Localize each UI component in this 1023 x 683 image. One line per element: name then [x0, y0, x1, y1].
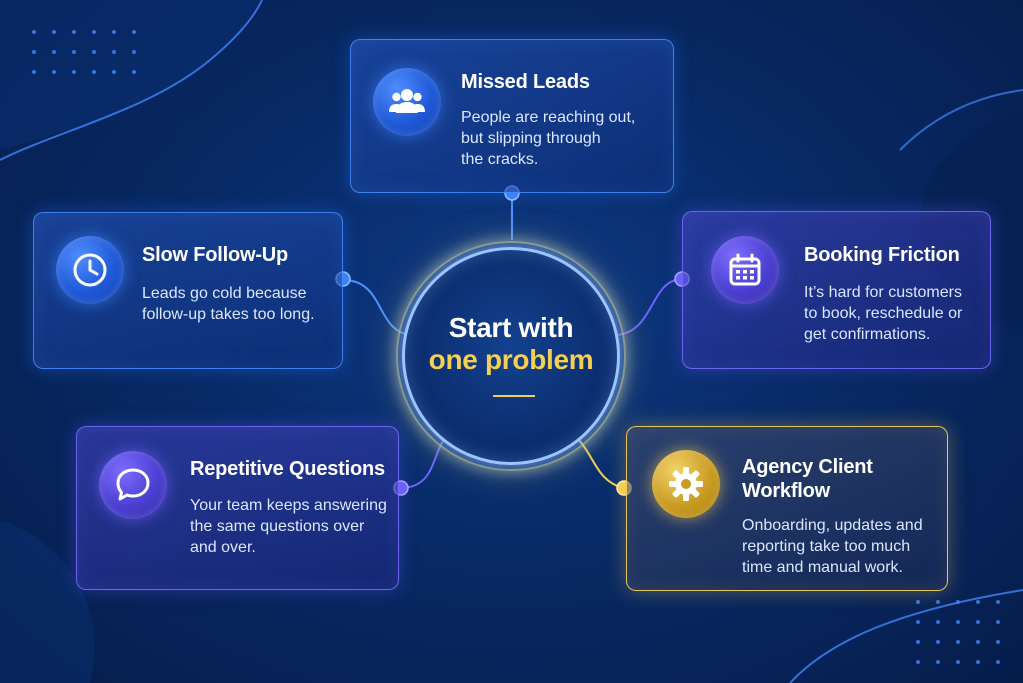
card-title: Slow Follow-Up	[142, 244, 289, 266]
calendar-icon	[729, 253, 761, 286]
decorative-dot	[956, 620, 960, 624]
decorative-dot	[32, 70, 36, 74]
decorative-dot	[32, 30, 36, 34]
card-slow-follow-up: Slow Follow-Up Leads go cold because fol…	[33, 212, 343, 369]
decorative-dot	[976, 660, 980, 664]
decorative-dot	[916, 620, 920, 624]
card-title: Agency Client Workflow	[742, 456, 873, 502]
decorative-dot	[132, 30, 136, 34]
decorative-dot	[936, 640, 940, 644]
decorative-dot	[52, 30, 56, 34]
card-description: It’s hard for customers to book, resched…	[804, 284, 963, 343]
card-description: People are reaching out, but slipping th…	[461, 109, 636, 168]
card-title: Booking Friction	[804, 244, 960, 266]
decorative-dot	[956, 660, 960, 664]
chat-bubble-icon-circle	[99, 451, 167, 519]
bg-blob-bottom-left	[0, 520, 95, 683]
decorative-dot	[112, 70, 116, 74]
decorative-dot	[996, 600, 1000, 604]
decorative-dot	[72, 70, 76, 74]
decorative-dot	[996, 620, 1000, 624]
center-hub: Start with one problem	[402, 247, 620, 465]
decorative-dot	[976, 640, 980, 644]
card-description: Your team keeps answering the same quest…	[190, 497, 387, 556]
clock-icon	[73, 253, 107, 287]
decorative-dot	[956, 640, 960, 644]
decorative-dot	[976, 600, 980, 604]
card-booking-friction: Booking Friction It’s hard for customers…	[682, 211, 991, 369]
decorative-dot	[112, 50, 116, 54]
clock-icon-circle	[56, 236, 124, 304]
decorative-dot	[32, 50, 36, 54]
decorative-dot	[936, 660, 940, 664]
card-title: Missed Leads	[461, 71, 590, 93]
dot-grid-bottom-right	[916, 600, 1000, 664]
gear-icon	[669, 467, 703, 501]
card-title: Repetitive Questions	[190, 458, 385, 480]
decorative-dot	[112, 30, 116, 34]
decorative-dot	[976, 620, 980, 624]
card-description: Onboarding, updates and reporting take t…	[742, 517, 923, 576]
decorative-dot	[72, 30, 76, 34]
decorative-dot	[936, 600, 940, 604]
center-glow-ring	[396, 241, 626, 471]
decorative-dot	[996, 640, 1000, 644]
card-description: Leads go cold because follow-up takes to…	[142, 285, 315, 323]
center-title-line1: Start with	[448, 312, 574, 343]
calendar-icon-circle	[711, 236, 779, 304]
center-title-line2: one problem	[428, 344, 594, 375]
decorative-dot	[936, 620, 940, 624]
decorative-dot	[956, 600, 960, 604]
chat-bubble-icon	[116, 468, 150, 501]
decorative-dot	[52, 70, 56, 74]
card-missed-leads: Missed Leads People are reaching out, bu…	[350, 39, 674, 193]
bg-curve-bottom-right	[789, 589, 1023, 683]
center-underline	[493, 395, 535, 397]
decorative-dot	[916, 640, 920, 644]
dot-grid-top-left	[32, 30, 136, 74]
decorative-dot	[996, 660, 1000, 664]
users-icon	[389, 89, 425, 113]
card-agency-client-workflow: Agency Client Workflow Onboarding, updat…	[626, 426, 948, 591]
decorative-dot	[92, 30, 96, 34]
decorative-dot	[132, 70, 136, 74]
decorative-dot	[92, 70, 96, 74]
bg-curve-top-left	[0, 0, 263, 161]
decorative-dot	[132, 50, 136, 54]
decorative-dot	[916, 600, 920, 604]
decorative-dot	[52, 50, 56, 54]
bg-curve-top-right	[899, 89, 1023, 151]
card-repetitive-questions: Repetitive Questions Your team keeps ans…	[76, 426, 399, 590]
bg-blob-top-left	[0, 0, 260, 150]
users-icon-circle	[373, 68, 441, 136]
gear-icon-circle	[652, 450, 720, 518]
decorative-dot	[916, 660, 920, 664]
decorative-dot	[92, 50, 96, 54]
decorative-dot	[72, 50, 76, 54]
connector-booking-friction	[617, 278, 683, 336]
